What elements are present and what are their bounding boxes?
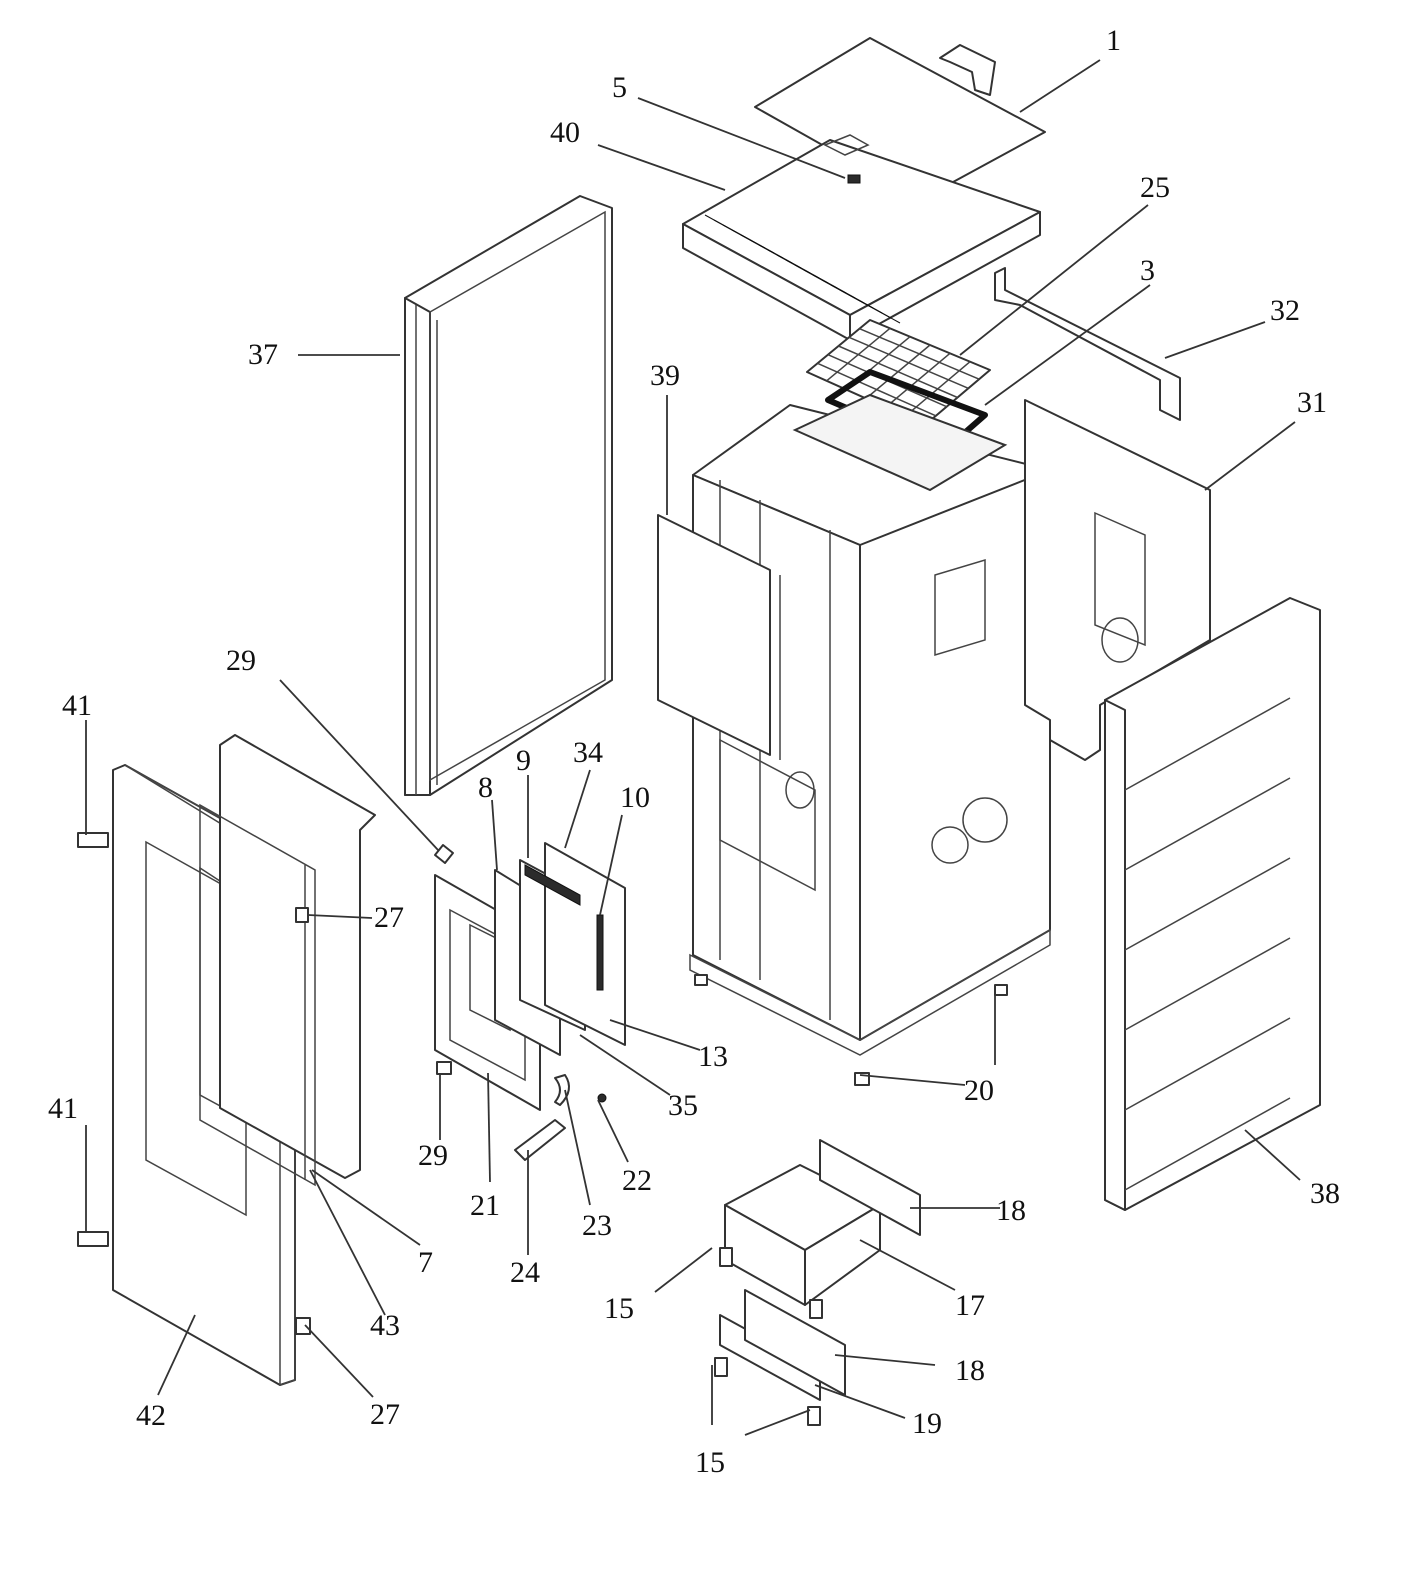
detail-line bbox=[839, 289, 901, 324]
callout-17: 17 bbox=[955, 1289, 985, 1322]
detail-line bbox=[1124, 1017, 1291, 1111]
callout-43: 43 bbox=[370, 1309, 400, 1342]
callout-27-top: 27 bbox=[374, 901, 404, 934]
leader-lines bbox=[85, 59, 1301, 1436]
detail-line bbox=[1124, 777, 1291, 871]
callout-20: 20 bbox=[964, 1074, 994, 1107]
callout-41-bottom: 41 bbox=[48, 1092, 78, 1125]
callout-23: 23 bbox=[582, 1209, 612, 1242]
callout-18-bottom: 18 bbox=[955, 1354, 985, 1387]
detail-line bbox=[1124, 857, 1291, 951]
part-ash-drawer bbox=[719, 1139, 921, 1319]
callout-9: 9 bbox=[516, 744, 531, 777]
callout-15-bottom: 15 bbox=[695, 1446, 725, 1479]
part-rear-panel bbox=[1024, 399, 1211, 761]
callout-19: 19 bbox=[912, 1407, 942, 1440]
callout-39: 39 bbox=[650, 359, 680, 392]
callout-10: 10 bbox=[620, 781, 650, 814]
callout-35: 35 bbox=[668, 1089, 698, 1122]
callout-32: 32 bbox=[1270, 294, 1300, 327]
callout-25: 25 bbox=[1140, 171, 1170, 204]
callout-labels: 1 5 40 25 3 32 37 39 31 29 41 9 34 8 10 … bbox=[48, 24, 1340, 1479]
detail-line bbox=[1124, 1097, 1291, 1191]
callout-15-top: 15 bbox=[604, 1292, 634, 1325]
part-lower-drawer bbox=[714, 1289, 846, 1426]
callout-7: 7 bbox=[418, 1246, 433, 1279]
part-glass-layers bbox=[494, 842, 626, 1056]
part-right-side-panel bbox=[1104, 597, 1321, 1211]
part-door-glass-frame bbox=[199, 734, 376, 1187]
detail-line bbox=[1124, 697, 1291, 791]
callout-13: 13 bbox=[698, 1040, 728, 1073]
part-latch bbox=[554, 1074, 607, 1106]
callout-31: 31 bbox=[1297, 386, 1327, 419]
callout-5: 5 bbox=[612, 71, 627, 104]
callout-18-top: 18 bbox=[996, 1194, 1026, 1227]
callout-42: 42 bbox=[136, 1399, 166, 1432]
detail-line bbox=[1124, 937, 1291, 1031]
part-rear-bracket bbox=[994, 267, 1181, 421]
callout-1: 1 bbox=[1106, 24, 1121, 57]
callout-37: 37 bbox=[248, 338, 278, 371]
callout-29-bottom: 29 bbox=[418, 1139, 448, 1172]
part-top-grille-cover bbox=[682, 134, 1041, 341]
callout-22: 22 bbox=[622, 1164, 652, 1197]
part-hinges bbox=[77, 832, 454, 1335]
callout-27-bottom: 27 bbox=[370, 1398, 400, 1431]
part-handle-rod bbox=[514, 1119, 566, 1161]
callout-8: 8 bbox=[478, 771, 493, 804]
callout-29-top: 29 bbox=[226, 644, 256, 677]
callout-41-top: 41 bbox=[62, 689, 92, 722]
callout-34: 34 bbox=[573, 736, 603, 769]
part-left-side-panel bbox=[404, 195, 613, 796]
callout-3: 3 bbox=[1140, 254, 1155, 287]
callout-24: 24 bbox=[510, 1256, 540, 1289]
callout-21: 21 bbox=[470, 1189, 500, 1222]
part-front-inner-panel bbox=[657, 514, 781, 760]
detail-line bbox=[904, 361, 971, 417]
callout-40: 40 bbox=[550, 116, 580, 149]
callout-38: 38 bbox=[1310, 1177, 1340, 1210]
